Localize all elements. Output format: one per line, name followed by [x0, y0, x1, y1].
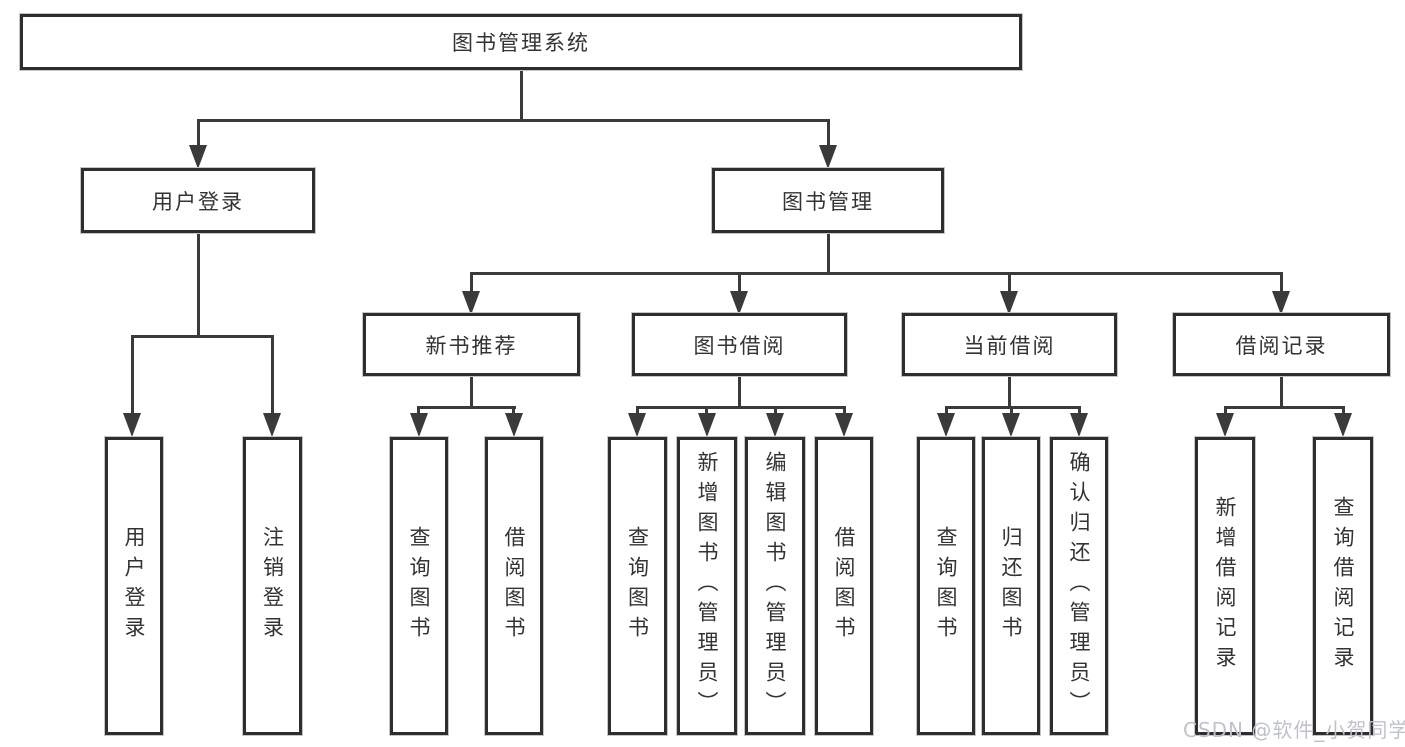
leaf-user-login-label: 用户登录 [122, 526, 146, 646]
leaf-borrow-books-1: 借阅图书 [485, 437, 543, 735]
connector-line [636, 406, 846, 409]
node-new-book-recommend: 新书推荐 [363, 313, 580, 376]
connector-line [827, 119, 830, 148]
node-user-login-label: 用户登录 [152, 189, 244, 214]
connector-line [131, 335, 134, 415]
connector-line [470, 272, 1283, 275]
arrow-down-icon [1334, 413, 1352, 437]
leaf-add-borrow-record-label: 新增借阅记录 [1213, 496, 1237, 676]
leaf-query-books-2: 查询图书 [608, 437, 667, 735]
connector-line [1010, 406, 1013, 416]
connector-line [1008, 272, 1011, 293]
node-borrow-record: 借阅记录 [1173, 313, 1390, 376]
leaf-return-books-label: 归还图书 [999, 526, 1023, 646]
leaf-add-borrow-record: 新增借阅记录 [1195, 437, 1255, 735]
connector-line [1280, 376, 1283, 408]
connector-line [738, 376, 741, 408]
connector-line [738, 272, 741, 293]
node-borrow-record-label: 借阅记录 [1235, 333, 1328, 358]
leaf-query-books-1: 查询图书 [390, 437, 448, 735]
node-root-label: 图书管理系统 [452, 31, 590, 55]
leaf-confirm-return-admin-label: 确认归还（管理员） [1067, 451, 1091, 721]
connector-line [774, 406, 777, 416]
node-current-borrow-label: 当前借阅 [963, 333, 1056, 358]
connector-line [512, 406, 515, 416]
leaf-return-books: 归还图书 [982, 437, 1040, 735]
connector-line [271, 335, 274, 415]
connector-line [1078, 406, 1081, 416]
arrow-down-icon [263, 413, 281, 437]
leaf-logout: 注销登录 [243, 437, 302, 735]
arrow-down-icon [462, 291, 480, 315]
leaf-logout-label: 注销登录 [260, 526, 285, 646]
node-user-login: 用户登录 [81, 168, 315, 233]
arrow-down-icon [123, 413, 141, 437]
arrow-down-icon [698, 413, 716, 437]
connector-line [197, 119, 200, 148]
leaf-query-borrow-record-label: 查询借阅记录 [1331, 496, 1355, 676]
leaf-query-books-3-label: 查询图书 [934, 526, 958, 646]
node-book-management-label: 图书管理 [782, 189, 874, 214]
connector-line [636, 406, 639, 416]
connector-line [470, 272, 473, 293]
leaf-add-books-admin-label: 新增图书（管理员） [695, 451, 719, 721]
leaf-borrow-books-2: 借阅图书 [815, 437, 873, 735]
connector-line [1280, 272, 1283, 293]
connector-line [470, 376, 473, 408]
leaf-query-books-1-label: 查询图书 [407, 526, 431, 646]
arrow-down-icon [835, 413, 853, 437]
connector-line [417, 406, 420, 416]
arrow-down-icon [189, 145, 207, 169]
arrow-down-icon [819, 145, 837, 169]
node-root: 图书管理系统 [20, 14, 1022, 70]
connector-line [945, 406, 1081, 409]
arrow-down-icon [1000, 291, 1018, 315]
arrow-down-icon [1272, 291, 1290, 315]
connector-line [417, 406, 516, 409]
connector-line [705, 406, 708, 416]
leaf-user-login: 用户登录 [105, 437, 163, 735]
arrow-down-icon [730, 291, 748, 315]
node-current-borrow: 当前借阅 [902, 313, 1117, 376]
arrow-down-icon [1216, 413, 1234, 437]
connector-line [197, 233, 200, 337]
connector-line [945, 406, 948, 416]
connector-line [197, 119, 830, 122]
connector-line [843, 406, 846, 416]
leaf-confirm-return-admin: 确认归还（管理员） [1050, 437, 1108, 735]
connector-line [131, 335, 274, 338]
connector-line [1224, 406, 1345, 409]
csdn-watermark: CSDN @软件_小贺同学 [1183, 718, 1405, 742]
leaf-query-books-2-label: 查询图书 [625, 526, 650, 646]
leaf-add-books-admin: 新增图书（管理员） [677, 437, 737, 735]
node-book-borrow-label: 图书借阅 [693, 333, 786, 358]
connector-line [1224, 406, 1227, 416]
leaf-borrow-books-2-label: 借阅图书 [832, 526, 856, 646]
arrow-down-icon [505, 413, 523, 437]
leaf-query-books-3: 查询图书 [917, 437, 975, 735]
leaf-edit-books-admin-label: 编辑图书（管理员） [763, 451, 787, 721]
arrow-down-icon [628, 413, 646, 437]
leaf-query-borrow-record: 查询借阅记录 [1313, 437, 1373, 735]
connector-line [1008, 376, 1011, 408]
leaf-edit-books-admin: 编辑图书（管理员） [745, 437, 805, 735]
arrow-down-icon [1002, 413, 1020, 437]
connector-line [827, 233, 830, 274]
node-book-management: 图书管理 [712, 168, 944, 233]
connector-line [520, 70, 523, 121]
arrow-down-icon [766, 413, 784, 437]
node-new-book-recommend-label: 新书推荐 [425, 333, 518, 358]
arrow-down-icon [1070, 413, 1088, 437]
leaf-borrow-books-1-label: 借阅图书 [502, 526, 526, 646]
node-book-borrow: 图书借阅 [632, 313, 847, 376]
arrow-down-icon [937, 413, 955, 437]
arrow-down-icon [410, 413, 428, 437]
connector-line [1342, 406, 1345, 416]
